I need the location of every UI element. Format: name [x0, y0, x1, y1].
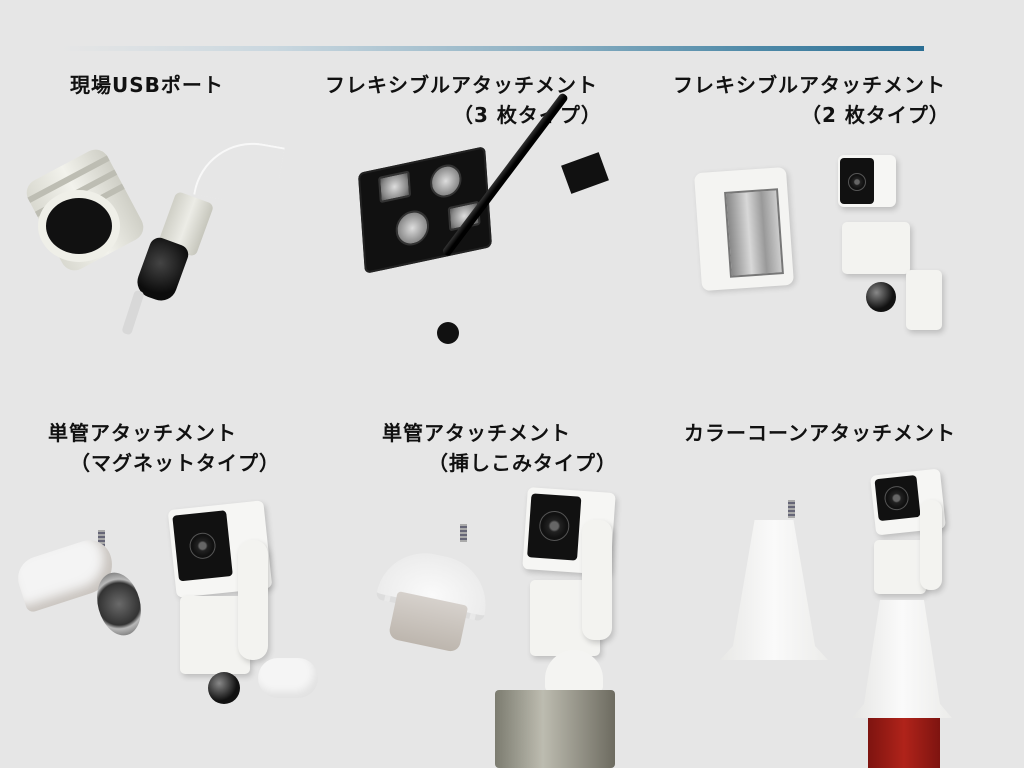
header-gradient-rule [60, 46, 924, 51]
cone-cap-mounted [852, 600, 952, 718]
camera-head [838, 155, 896, 207]
pipe-collar [545, 650, 603, 692]
caption-flexible-2: フレキシブルアタッチメント （2 枚タイプ） [673, 70, 950, 130]
product-subtitle: （3 枚タイプ） [453, 103, 602, 127]
arm-mount-head [561, 152, 609, 194]
ball-joint [208, 672, 240, 704]
product-title: カラーコーンアタッチメント [684, 421, 956, 445]
camera-arm [920, 500, 942, 590]
wing-mount [258, 658, 318, 698]
caption-color-cone: カラーコーンアタッチメント [684, 418, 956, 448]
arm-ball-foot [437, 322, 459, 344]
camera-body [842, 222, 910, 274]
product-subtitle: （マグネットタイプ） [70, 451, 280, 475]
caption-single-pipe-magnet: 単管アタッチメント （マグネットタイプ） [48, 418, 280, 478]
usb-cable [121, 289, 145, 336]
cone-cap [720, 520, 828, 660]
usb-wire [193, 133, 285, 209]
scaffold-pipe [495, 690, 615, 768]
threaded-stud [788, 500, 795, 518]
product-subtitle: （2 枚タイプ） [801, 103, 950, 127]
caption-single-pipe-insert: 単管アタッチメント （挿しこみタイプ） [382, 418, 617, 478]
stainless-hinge [724, 188, 784, 278]
caption-usb-port: 現場USBポート [70, 70, 224, 100]
product-title: フレキシブルアタッチメント [673, 73, 946, 97]
camera-body [874, 540, 926, 594]
threaded-stud [98, 530, 105, 548]
product-title: 単管アタッチメント [382, 421, 571, 445]
camera-arm [582, 520, 612, 640]
product-title: 単管アタッチメント [48, 421, 237, 445]
product-title: フレキシブルアタッチメント [325, 73, 598, 97]
caption-flexible-3: フレキシブルアタッチメント （3 枚タイプ） [325, 70, 602, 130]
usb-socket [38, 190, 120, 262]
camera-arm [238, 540, 268, 660]
red-traffic-cone [868, 718, 940, 768]
ball-joint [866, 282, 896, 312]
product-title: 現場USBポート [70, 73, 224, 97]
product-subtitle: （挿しこみタイプ） [428, 451, 617, 475]
mini-bracket [906, 270, 942, 330]
threaded-stud [460, 524, 467, 542]
